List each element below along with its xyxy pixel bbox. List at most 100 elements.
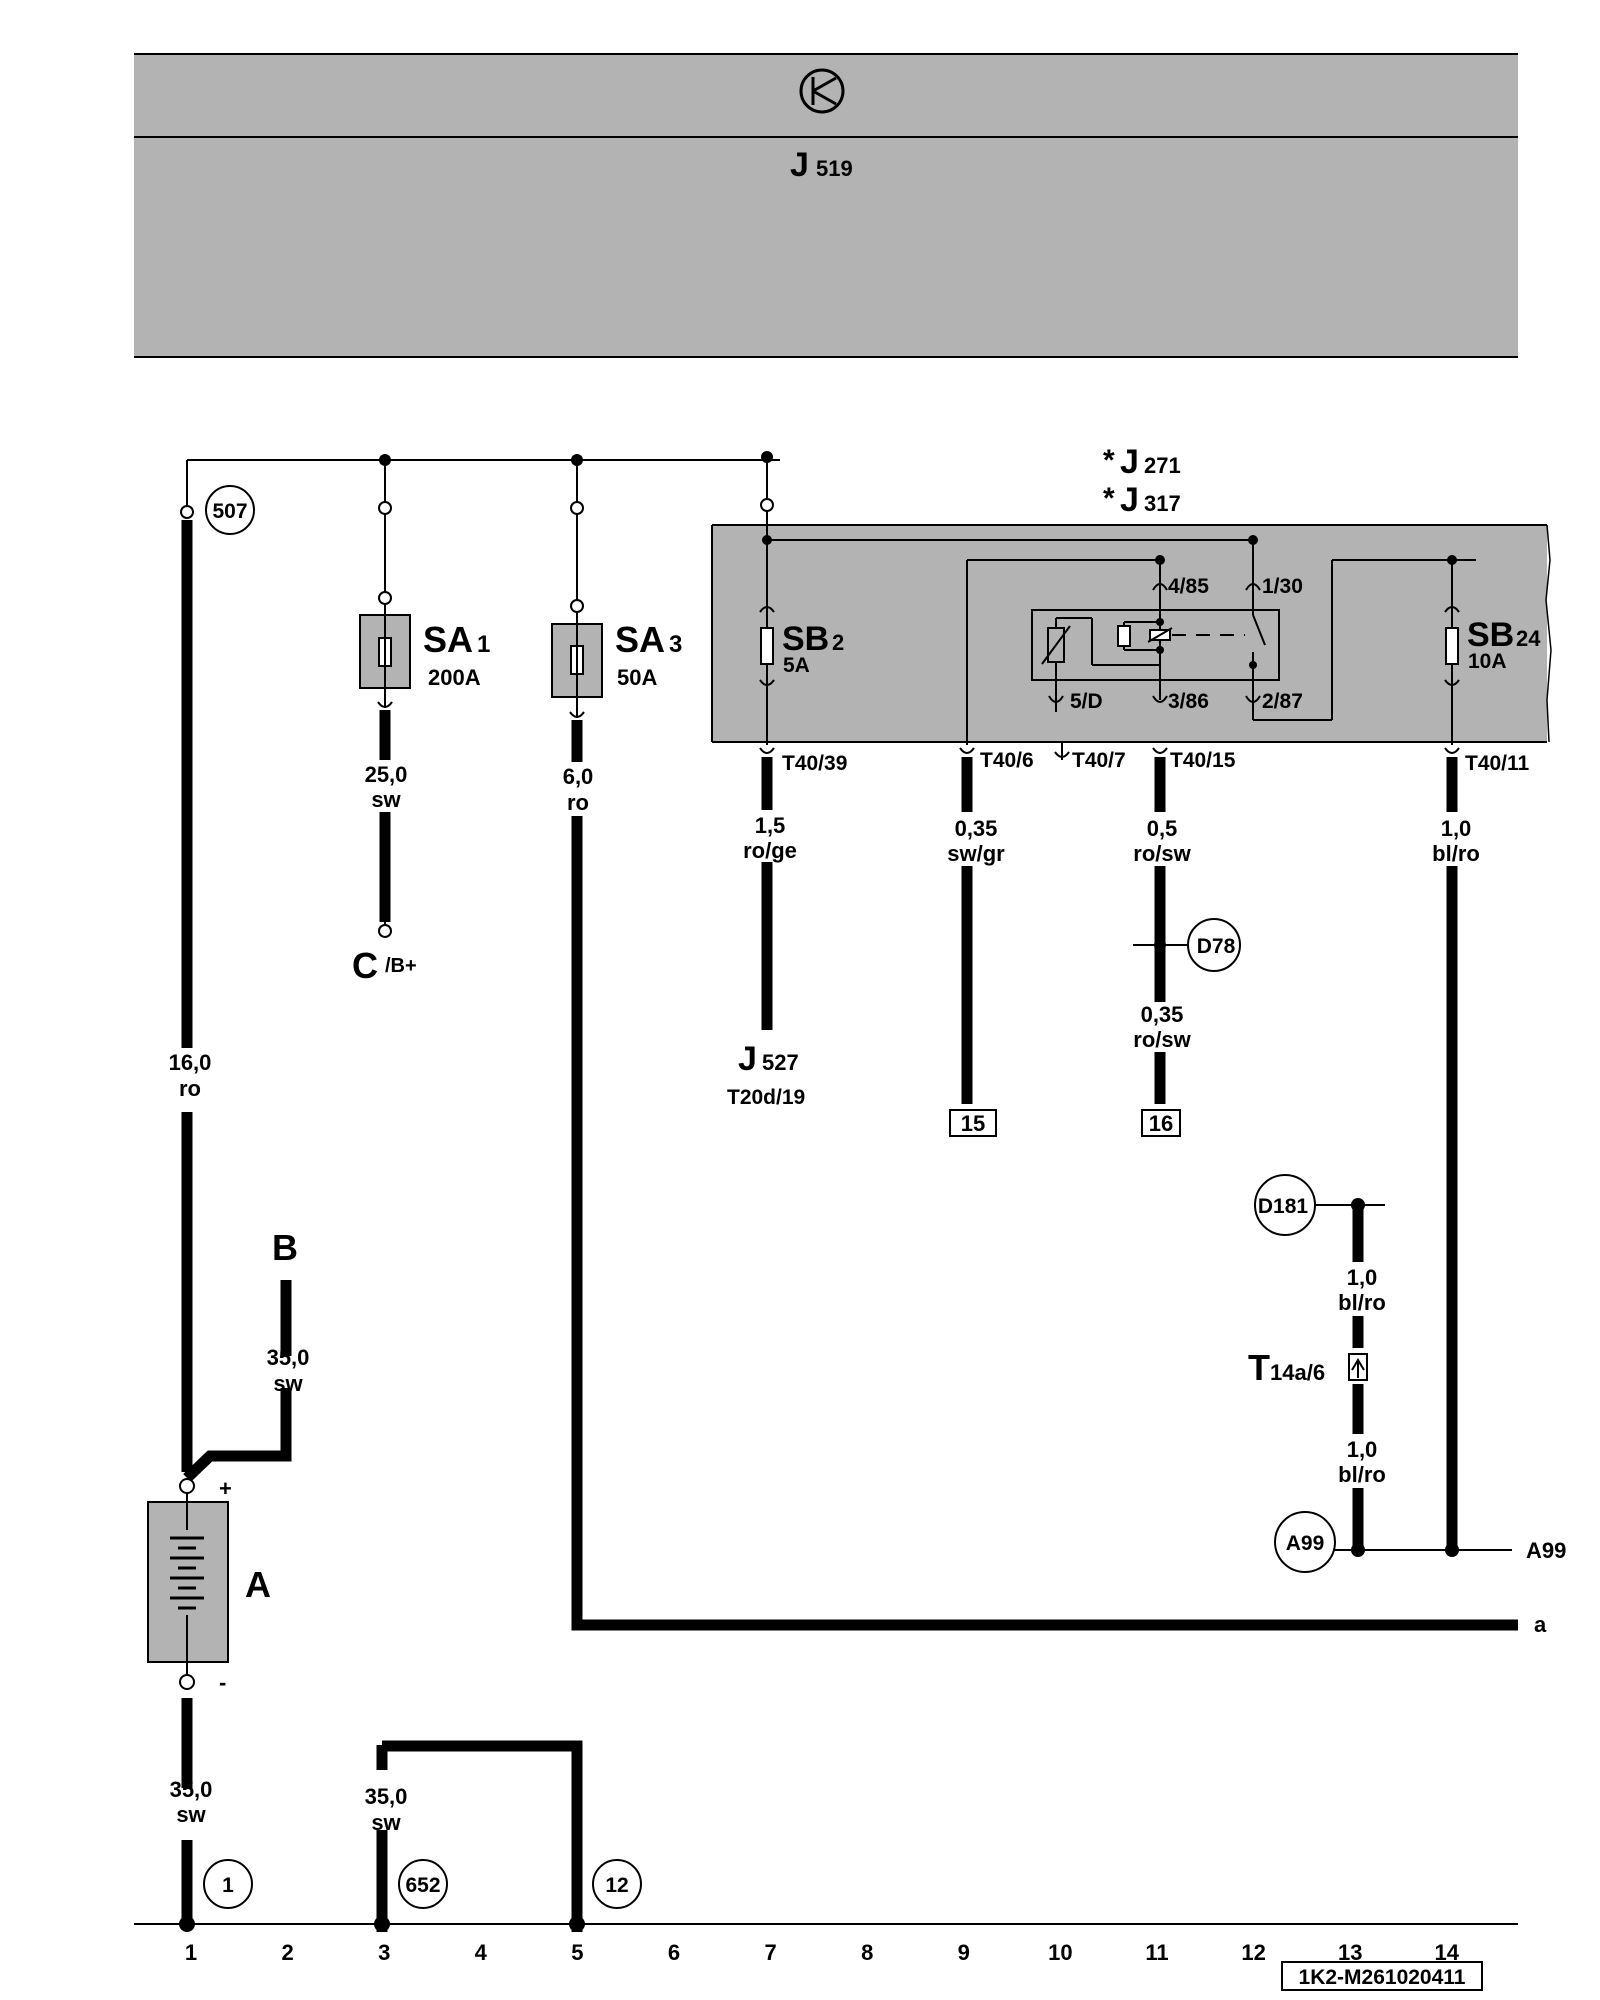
sa1-name: SA (423, 619, 473, 660)
relay-sub-2: 317 (1144, 491, 1181, 516)
doc-code-box: 1K2-M261020411 (1281, 1961, 1483, 1991)
scale-number: 14 (1435, 1940, 1460, 1965)
wb-color: sw (273, 1371, 303, 1396)
wb-size: 35,0 (267, 1345, 310, 1370)
relay-star-2: * (1103, 482, 1115, 515)
scale-number: 11 (1145, 1940, 1168, 1965)
a-right: a (1534, 1612, 1547, 1637)
t14a-name: T (1248, 1347, 1270, 1388)
battery-a (147, 1478, 229, 1690)
terminal-b: B (272, 1227, 298, 1268)
ground-line (134, 1916, 1518, 1932)
w9-size: 0,35 (955, 816, 998, 841)
fuse-sa3 (551, 460, 603, 718)
box-16-label: 16 (1149, 1111, 1173, 1136)
pin-1-30: 1/30 (1262, 575, 1303, 598)
sb2-rating: 5A (783, 654, 810, 677)
control-unit-sub: 519 (816, 156, 853, 181)
fuse-sb2 (759, 498, 775, 754)
w13b-color: bl/ro (1338, 1462, 1386, 1487)
box-15-label: 15 (961, 1111, 985, 1136)
w13b-size: 1,0 (1347, 1437, 1378, 1462)
relay-star-1: * (1103, 444, 1115, 477)
sa3-name: SA (615, 619, 665, 660)
w13a-color: bl/ro (1338, 1290, 1386, 1315)
w11b-color: ro/sw (1133, 1027, 1191, 1052)
w3b-color: sw (371, 1810, 401, 1835)
w7-color: ro/ge (743, 838, 797, 863)
box-15: 15 (949, 1109, 997, 1137)
scale-number: 5 (571, 1940, 583, 1965)
pin-4-85: 4/85 (1168, 575, 1209, 598)
battery-minus: - (219, 1670, 226, 1695)
sa1-sub: 1 (477, 631, 490, 658)
scale-number: 4 (475, 1940, 488, 1965)
sb24-rating: 10A (1468, 650, 1507, 673)
j527-pin: T20d/19 (727, 1086, 805, 1109)
conn-t40-15: T40/15 (1170, 749, 1236, 772)
t14a-sub: 14a/6 (1270, 1360, 1325, 1385)
circle-d78: D78 (1197, 935, 1236, 958)
circle-507: 507 (212, 500, 247, 523)
sb2-sub: 2 (832, 630, 844, 655)
w1-color: ro (179, 1076, 201, 1101)
w3-color: sw (371, 787, 401, 812)
battery-plus: + (219, 1476, 232, 1501)
control-unit-name: J (790, 146, 809, 184)
w11b-size: 0,35 (1141, 1002, 1184, 1027)
w1b-size: 35,0 (170, 1777, 213, 1802)
relay-name-1: J (1120, 443, 1139, 481)
terminal-c: C (352, 945, 378, 986)
header-band: J 519 (134, 53, 1518, 358)
circle-652: 652 (405, 1874, 440, 1897)
relay-fuse-box (711, 524, 1552, 745)
battery-name: A (245, 1564, 271, 1605)
w5-color: ro (567, 790, 589, 815)
scale-number: 10 (1048, 1940, 1072, 1965)
w9-color: sw/gr (947, 841, 1005, 866)
w11a-size: 0,5 (1147, 816, 1178, 841)
wires (180, 505, 1518, 1932)
box-16: 16 (1141, 1109, 1181, 1137)
scale-number: 2 (281, 1940, 293, 1965)
sa3-rating: 50A (617, 665, 657, 690)
scale-number: 1 (185, 1940, 197, 1965)
relay-pin-arrows (1048, 583, 1261, 712)
a99-right: A99 (1526, 1538, 1566, 1563)
circle-a99: A99 (1286, 1532, 1325, 1555)
conn-t40-6: T40/6 (980, 749, 1034, 772)
sb24-sub: 24 (1516, 626, 1541, 651)
pin-3-86: 3/86 (1168, 690, 1209, 713)
circle-1: 1 (222, 1874, 234, 1897)
scale-number: 8 (861, 1940, 873, 1965)
scale-number: 12 (1241, 1940, 1265, 1965)
scale-number: 6 (668, 1940, 680, 1965)
w13a-size: 1,0 (1347, 1265, 1378, 1290)
w14-color: bl/ro (1432, 841, 1480, 866)
connector-arrows (959, 742, 1168, 760)
scale-number: 7 (764, 1940, 776, 1965)
pin-5-d: 5/D (1070, 690, 1103, 713)
relay-name-2: J (1120, 481, 1139, 519)
sa3-sub: 3 (669, 631, 682, 658)
circle-12: 12 (605, 1874, 628, 1897)
w1b-color: sw (176, 1802, 206, 1827)
sa1-rating: 200A (428, 665, 481, 690)
terminal-c-sub: /B+ (385, 955, 417, 977)
j527-name: J (738, 1040, 757, 1078)
pin-2-87: 2/87 (1262, 690, 1303, 713)
w5-size: 6,0 (563, 764, 594, 789)
w3-size: 25,0 (365, 762, 408, 787)
fuse-sb24 (1444, 560, 1460, 754)
circle-d181: D181 (1258, 1195, 1309, 1218)
scale-number: 13 (1338, 1940, 1362, 1965)
w3b-size: 35,0 (365, 1784, 408, 1809)
fuse-sa1 (359, 460, 411, 708)
wire-labels: 16,0 ro 35,0 sw 25,0 sw 35,0 sw 6,0 ro 1… (169, 762, 1480, 1835)
circle-refs: 507 D78 D181 A99 1 652 12 (203, 485, 1336, 1909)
top-bus (186, 451, 780, 508)
w7-size: 1,5 (755, 813, 786, 838)
doc-code: 1K2-M261020411 (1299, 1966, 1466, 1989)
